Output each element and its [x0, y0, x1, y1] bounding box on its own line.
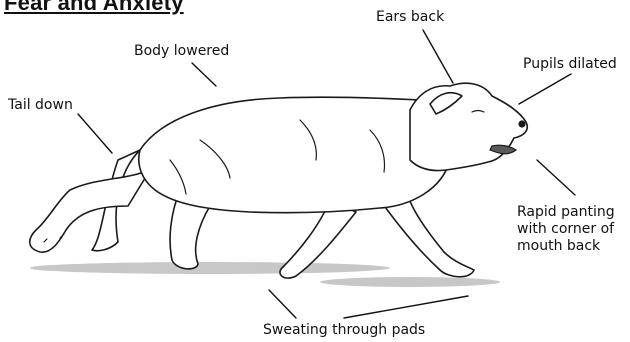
pointer-tail	[78, 114, 112, 153]
label-panting-line-1: Rapid panting	[517, 204, 615, 221]
label-pupils-dilated: Pupils dilated	[523, 56, 617, 73]
label-panting-line-2: with corner of	[517, 221, 615, 238]
label-tail-down: Tail down	[8, 97, 73, 114]
dog-head	[410, 83, 527, 170]
pointer-ears	[423, 30, 453, 83]
dog-front-right-leg	[380, 196, 474, 277]
label-ears-back: Ears back	[376, 9, 444, 26]
pointer-pupils	[519, 74, 571, 104]
dog-body	[30, 83, 528, 278]
pointer-sweat-left	[269, 290, 296, 318]
label-panting-line-3: mouth back	[517, 238, 615, 255]
label-body-lowered: Body lowered	[134, 43, 229, 60]
dog-back-left-leg	[30, 170, 150, 252]
label-sweating-through-pads: Sweating through pads	[263, 322, 425, 339]
ground-shadow	[30, 262, 500, 287]
pointer-sweat-right	[344, 296, 468, 318]
label-rapid-panting: Rapid panting with corner of mouth back	[517, 204, 615, 255]
pointer-body	[192, 63, 216, 86]
pointer-panting	[537, 160, 575, 195]
dog-torso	[139, 97, 451, 213]
diagram-title: Fear and Anxiety	[4, 0, 184, 16]
